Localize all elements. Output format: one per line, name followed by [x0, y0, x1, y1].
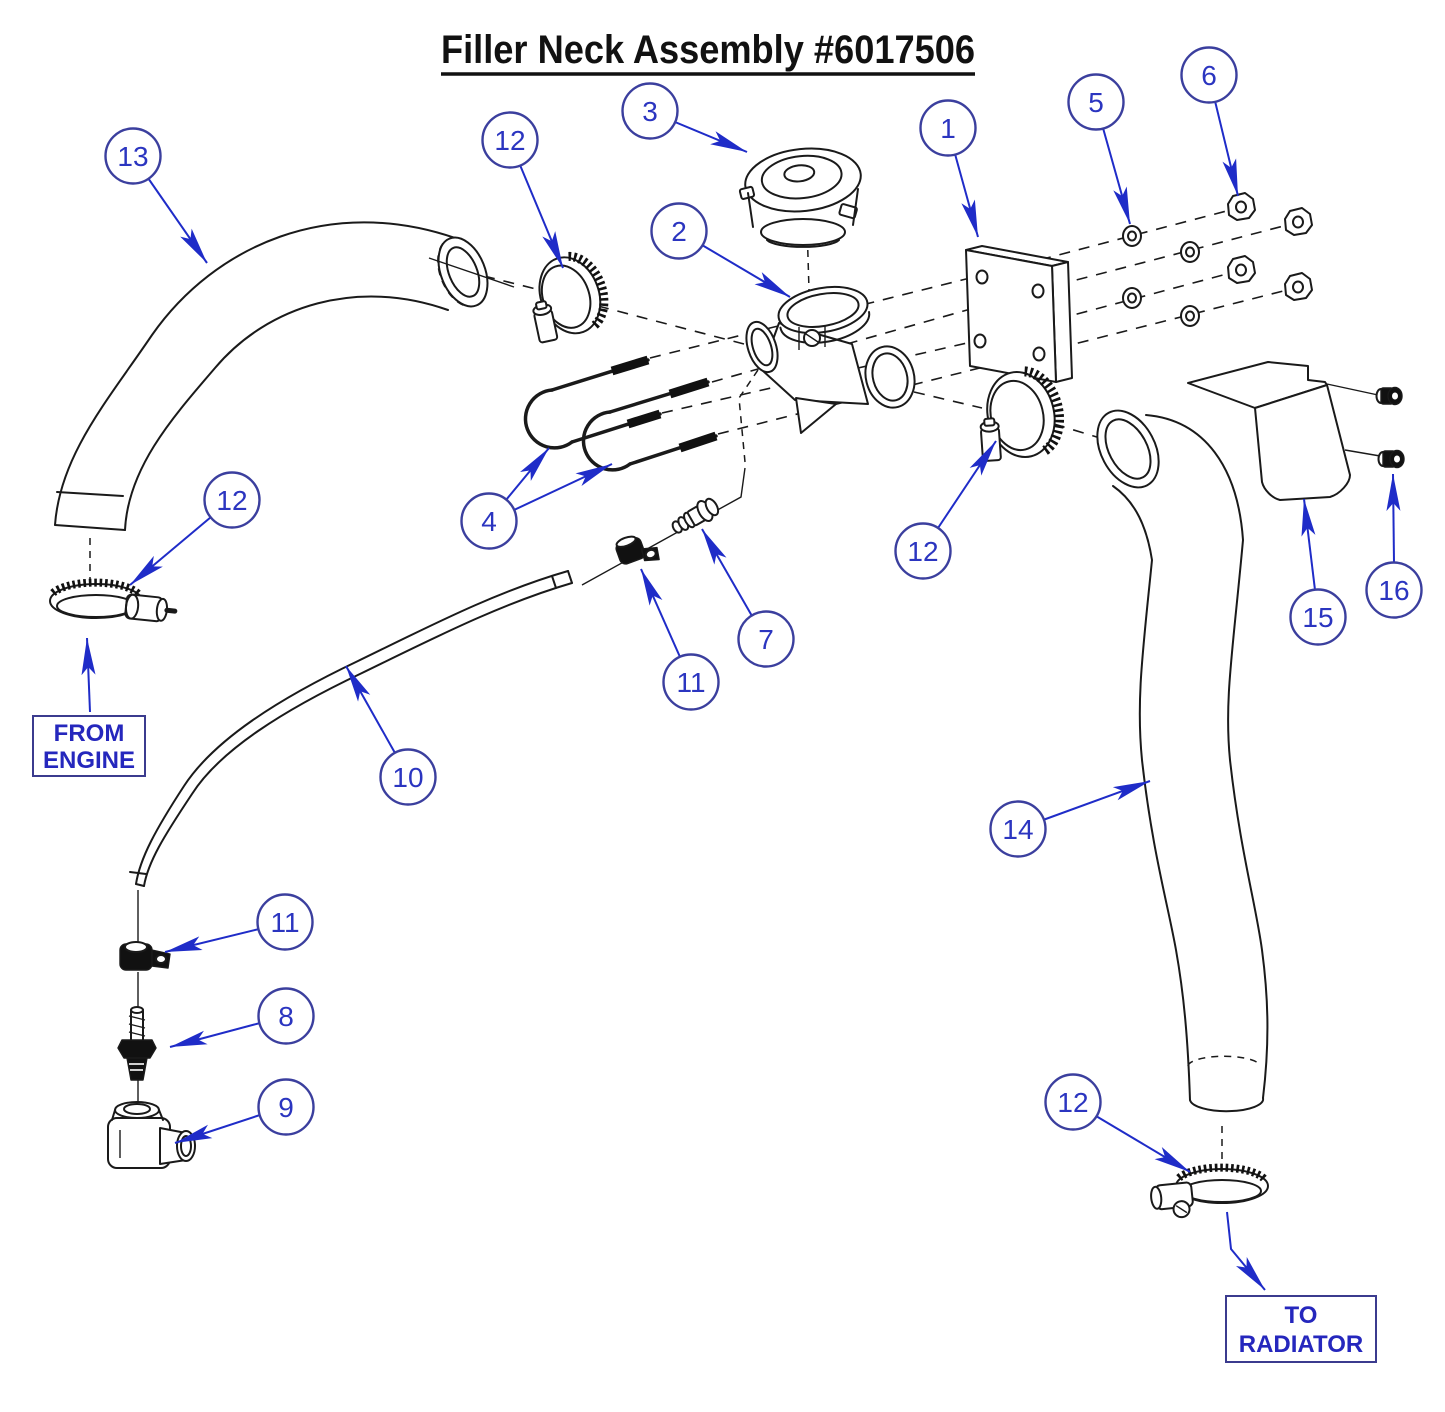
svg-text:ENGINE: ENGINE	[43, 747, 135, 774]
callout-3: 3	[621, 82, 679, 140]
callout-12-bottom: 12	[1044, 1073, 1102, 1131]
svg-text:12: 12	[1057, 1087, 1088, 1118]
part-nuts-6	[1227, 192, 1313, 301]
part-fitting-11-lower	[119, 941, 171, 971]
vent-line	[581, 467, 746, 586]
svg-text:1: 1	[940, 113, 956, 144]
callout-1: 1	[919, 99, 977, 157]
part-hose-clamp-bottom	[1150, 1163, 1269, 1219]
svg-text:13: 13	[117, 141, 148, 172]
part-screws-16	[1375, 386, 1405, 469]
part-mount-plate-1	[965, 245, 1073, 383]
svg-text:TO: TO	[1285, 1302, 1318, 1329]
part-hose-clamp-left	[49, 578, 178, 623]
svg-text:11: 11	[676, 667, 705, 698]
svg-text:12: 12	[216, 485, 247, 516]
callout-9: 9	[257, 1078, 315, 1136]
svg-text:9: 9	[278, 1092, 294, 1123]
part-u-bolts-4	[523, 355, 718, 472]
callout-13: 13	[104, 127, 162, 185]
part-filler-neck-2	[745, 285, 916, 434]
svg-text:11: 11	[270, 907, 299, 938]
svg-text:8: 8	[278, 1001, 294, 1032]
svg-text:15: 15	[1302, 602, 1333, 633]
svg-text:14: 14	[1002, 814, 1033, 845]
callout-4: 4	[460, 492, 518, 550]
part-fitting-11-middle	[615, 535, 660, 565]
callout-8: 8	[257, 987, 315, 1045]
callout-6: 6	[1180, 46, 1238, 104]
diagram-title: Filler Neck Assembly #6017506	[441, 28, 975, 76]
callout-16: 16	[1365, 561, 1423, 619]
svg-text:12: 12	[494, 125, 525, 156]
part-overflow-hose-10	[129, 570, 573, 1106]
from-engine-label: FROM ENGINE	[32, 715, 146, 777]
leader-arrows	[81, 100, 1401, 1291]
part-fitting-7	[671, 497, 720, 534]
callout-12-upper: 12	[481, 111, 539, 169]
callout-7: 7	[737, 610, 795, 668]
callout-15: 15	[1289, 588, 1347, 646]
svg-text:10: 10	[392, 762, 423, 793]
svg-text:5: 5	[1088, 87, 1104, 118]
part-washers-5	[1122, 225, 1200, 327]
svg-text:6: 6	[1201, 60, 1217, 91]
part-hose-clamp-upper	[532, 251, 609, 344]
svg-text:RADIATOR: RADIATOR	[1239, 1331, 1363, 1358]
callout-12-right: 12	[894, 522, 952, 580]
svg-text:16: 16	[1378, 575, 1409, 606]
part-lower-hose-14	[1096, 409, 1269, 1113]
svg-text:12: 12	[907, 536, 938, 567]
callout-5: 5	[1067, 73, 1125, 131]
svg-text:4: 4	[481, 506, 497, 537]
part-upper-hose-13	[54, 221, 515, 531]
callout-10: 10	[379, 748, 437, 806]
svg-text:Filler Neck Assembly #6017506: Filler Neck Assembly #6017506	[441, 28, 975, 72]
svg-text:FROM: FROM	[54, 720, 125, 747]
part-elbow-9	[107, 1101, 196, 1169]
svg-text:3: 3	[642, 96, 658, 127]
callout-14: 14	[989, 800, 1047, 858]
callout-11-middle: 11	[662, 653, 720, 711]
part-shield-15	[1187, 361, 1387, 501]
callouts: 13 12 3 2 1 5 6 4 12 7 11 12 10 11 8 9 1…	[104, 46, 1423, 1136]
svg-text:2: 2	[671, 216, 687, 247]
callout-2: 2	[650, 202, 708, 260]
part-hose-clamp-right	[979, 366, 1065, 462]
to-radiator-label: TO RADIATOR	[1225, 1295, 1377, 1363]
part-fitting-8	[117, 1006, 157, 1081]
callout-11-lower: 11	[256, 893, 314, 951]
callout-12-left: 12	[203, 471, 261, 529]
part-radiator-cap-3	[738, 147, 862, 248]
svg-text:7: 7	[758, 624, 774, 655]
